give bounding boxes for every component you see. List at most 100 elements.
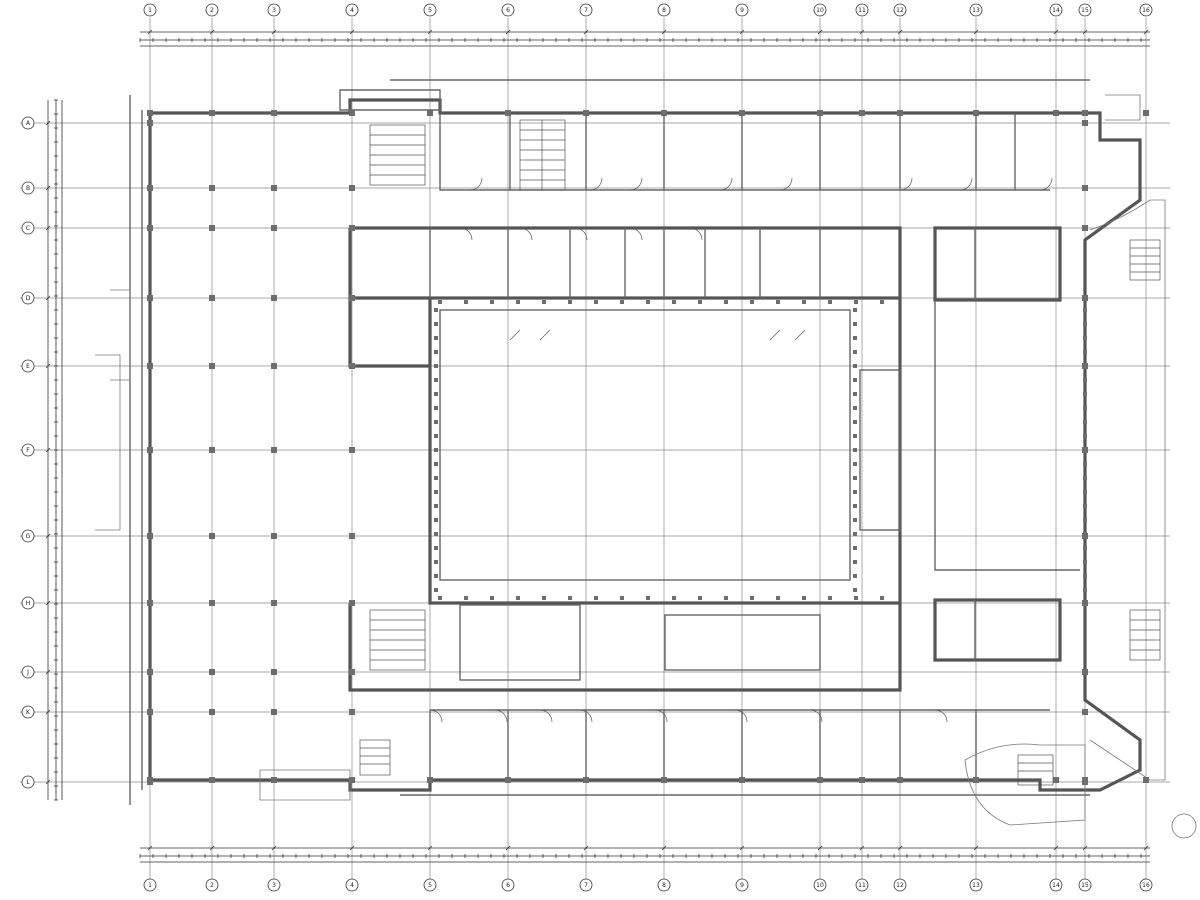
axis-bubble-8: 8 (657, 878, 671, 892)
column (516, 300, 520, 304)
column (349, 447, 355, 453)
column (646, 300, 650, 304)
column (1083, 518, 1087, 522)
axis-bubble-15: 15 (1078, 878, 1092, 892)
column (1082, 110, 1088, 116)
column (828, 300, 832, 304)
axis-bubble-2: 2 (205, 3, 219, 17)
column (583, 110, 589, 116)
column (427, 777, 433, 783)
axis-bubble-9: 9 (735, 878, 749, 892)
column (434, 560, 438, 564)
column (147, 709, 153, 715)
axis-label: 10 (816, 882, 824, 889)
column (434, 490, 438, 494)
column (209, 363, 215, 369)
column (1083, 392, 1087, 396)
axis-label: F (26, 447, 30, 454)
axis-label: 14 (1052, 882, 1060, 889)
column (853, 546, 857, 550)
column (271, 533, 277, 539)
dimension-lines (45, 29, 1150, 863)
axis-bubbles: 1122334455667788991010111112121313141415… (21, 3, 1153, 892)
column (209, 295, 215, 301)
column (349, 600, 355, 606)
axis-label: K (26, 709, 31, 716)
column (434, 406, 438, 410)
column (209, 447, 215, 453)
column (349, 110, 355, 116)
axis-label: 12 (896, 882, 904, 889)
column (271, 777, 277, 783)
column (490, 300, 494, 304)
column (438, 596, 442, 600)
column (646, 596, 650, 600)
column (853, 476, 857, 480)
interior-walls (348, 113, 1080, 780)
column (271, 669, 277, 675)
column (434, 336, 438, 340)
column (1083, 588, 1087, 592)
axis-bubble-1: 1 (143, 878, 157, 892)
column (853, 322, 857, 326)
column (620, 300, 624, 304)
axis-bubble-12: 12 (893, 878, 907, 892)
column (1083, 476, 1087, 480)
axis-bubble-13: 13 (969, 878, 983, 892)
axis-label: J (26, 669, 29, 676)
column (1082, 669, 1088, 675)
column (1053, 777, 1059, 783)
axis-label: 3 (272, 7, 276, 14)
axis-label: 12 (896, 7, 904, 14)
column (271, 110, 277, 116)
axis-bubble-7: 7 (579, 878, 593, 892)
column (271, 363, 277, 369)
axis-label: 16 (1142, 882, 1150, 889)
column (427, 110, 433, 116)
axis-bubble-14: 14 (1049, 878, 1063, 892)
column (147, 185, 153, 191)
column (434, 434, 438, 438)
column (1083, 490, 1087, 494)
axis-bubble-H: H (21, 596, 35, 610)
axis-label: 9 (740, 882, 744, 889)
axis-bubble-4: 4 (345, 878, 359, 892)
column (434, 476, 438, 480)
axis-bubble-10: 10 (813, 878, 827, 892)
axis-label: 8 (662, 882, 666, 889)
axis-label: 14 (1052, 7, 1060, 14)
column (1083, 532, 1087, 536)
axis-label: 16 (1142, 7, 1150, 14)
column (568, 300, 572, 304)
column (739, 110, 745, 116)
column (434, 518, 438, 522)
structural-columns (147, 110, 1149, 785)
column (594, 300, 598, 304)
column (147, 225, 153, 231)
column (271, 600, 277, 606)
column (434, 308, 438, 312)
column (724, 300, 728, 304)
column (802, 596, 806, 600)
axis-label: 4 (350, 7, 354, 14)
column (209, 709, 215, 715)
column (853, 406, 857, 410)
column (349, 709, 355, 715)
column (1083, 560, 1087, 564)
column (661, 110, 667, 116)
column (209, 225, 215, 231)
column (1083, 406, 1087, 410)
axis-bubble-16: 16 (1139, 878, 1153, 892)
structural-grid (20, 18, 1170, 888)
axis-bubble-11: 11 (855, 878, 869, 892)
column (853, 378, 857, 382)
column (802, 300, 806, 304)
axis-bubble-A: A (21, 116, 35, 130)
axis-bubble-11: 11 (855, 3, 869, 17)
column (1083, 364, 1087, 368)
column (147, 600, 153, 606)
column (853, 434, 857, 438)
column (209, 777, 215, 783)
column (1082, 600, 1088, 606)
